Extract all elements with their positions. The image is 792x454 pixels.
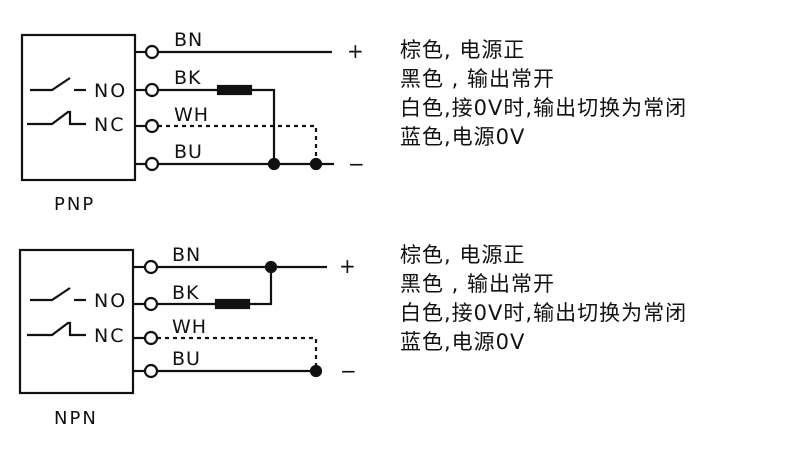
desc-bu: 蓝色,电源0V [400, 330, 526, 354]
no-switch-symbol [30, 287, 71, 302]
pnp-diagram [20, 33, 334, 182]
desc-bu: 蓝色,电源0V [400, 125, 526, 149]
junction-dot [267, 157, 281, 171]
terminal-bu [144, 156, 160, 172]
terminal-bn [144, 44, 160, 60]
desc-wh: 白色,接0V时,输出切换为常闭 [400, 96, 688, 120]
terminal-bk [143, 296, 159, 312]
terminal-wh [144, 118, 160, 134]
desc-bk: 黑色 , 输出常开 [400, 67, 556, 91]
load-resistor [216, 84, 253, 96]
wire-label-wh: WH [172, 316, 207, 338]
npn-descriptions: 棕色, 电源正 黑色 , 输出常开 白色,接0V时,输出切换为常闭 蓝色,电源0… [400, 241, 687, 357]
pnp-descriptions: 棕色, 电源正 黑色 , 输出常开 白色,接0V时,输出切换为常闭 蓝色,电源0… [400, 36, 687, 152]
negative-sign: − [348, 152, 365, 176]
type-label-npn: NPN [54, 408, 98, 429]
desc-bn: 棕色, 电源正 [400, 38, 526, 62]
no-label: NO [94, 290, 127, 312]
nc-label: NC [94, 114, 125, 136]
no-switch-symbol [30, 77, 71, 92]
sensor-body [18, 248, 135, 395]
sensor-body [20, 33, 137, 182]
negative-sign: − [340, 359, 357, 383]
wire-label-bu: BU [172, 348, 201, 370]
no-label: NO [94, 80, 127, 102]
type-label-pnp: PNP [54, 194, 95, 215]
positive-sign: + [339, 254, 356, 278]
wire-label-bn: BN [172, 244, 201, 266]
wire-label-bu: BU [174, 141, 203, 163]
desc-wh: 白色,接0V时,输出切换为常闭 [400, 301, 688, 325]
wire-label-bn: BN [174, 29, 203, 51]
nc-label: NC [94, 325, 125, 347]
wire-bk-to-bu [251, 88, 276, 164]
junction-dot [309, 157, 323, 171]
desc-bn: 棕色, 电源正 [400, 243, 526, 267]
npn-diagram [18, 248, 327, 395]
load-resistor [214, 298, 251, 310]
terminal-bk [144, 82, 160, 98]
terminal-wh [143, 330, 159, 346]
nc-switch-symbol [27, 321, 86, 337]
nc-switch-symbol [27, 110, 86, 126]
wire-label-wh: WH [174, 104, 209, 126]
wire-label-bk: BK [174, 67, 202, 89]
terminal-bn [143, 259, 159, 275]
junction-dot [309, 364, 323, 378]
positive-sign: + [347, 39, 364, 63]
wire-bk-to-bn [249, 267, 273, 306]
desc-bk: 黑色 , 输出常开 [400, 272, 556, 296]
wire-label-bk: BK [172, 282, 200, 304]
terminal-bu [143, 363, 159, 379]
